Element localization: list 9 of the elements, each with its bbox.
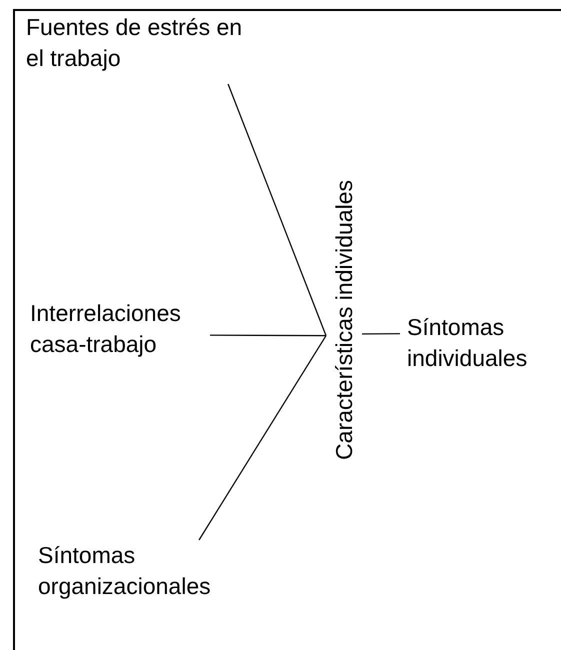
node-label: Interrelaciones casa-trabajo	[30, 299, 182, 359]
connector-line	[210, 334, 326, 336]
node-label: Fuentes de estrés en el trabajo	[26, 13, 244, 73]
node-label: Características individuales	[330, 180, 358, 460]
node-label: Síntomas individuales	[407, 313, 528, 373]
connector-line	[198, 335, 326, 540]
connector-line	[228, 84, 327, 336]
connector-line	[362, 333, 400, 335]
node-label: Síntomas organizacionales	[38, 541, 212, 601]
